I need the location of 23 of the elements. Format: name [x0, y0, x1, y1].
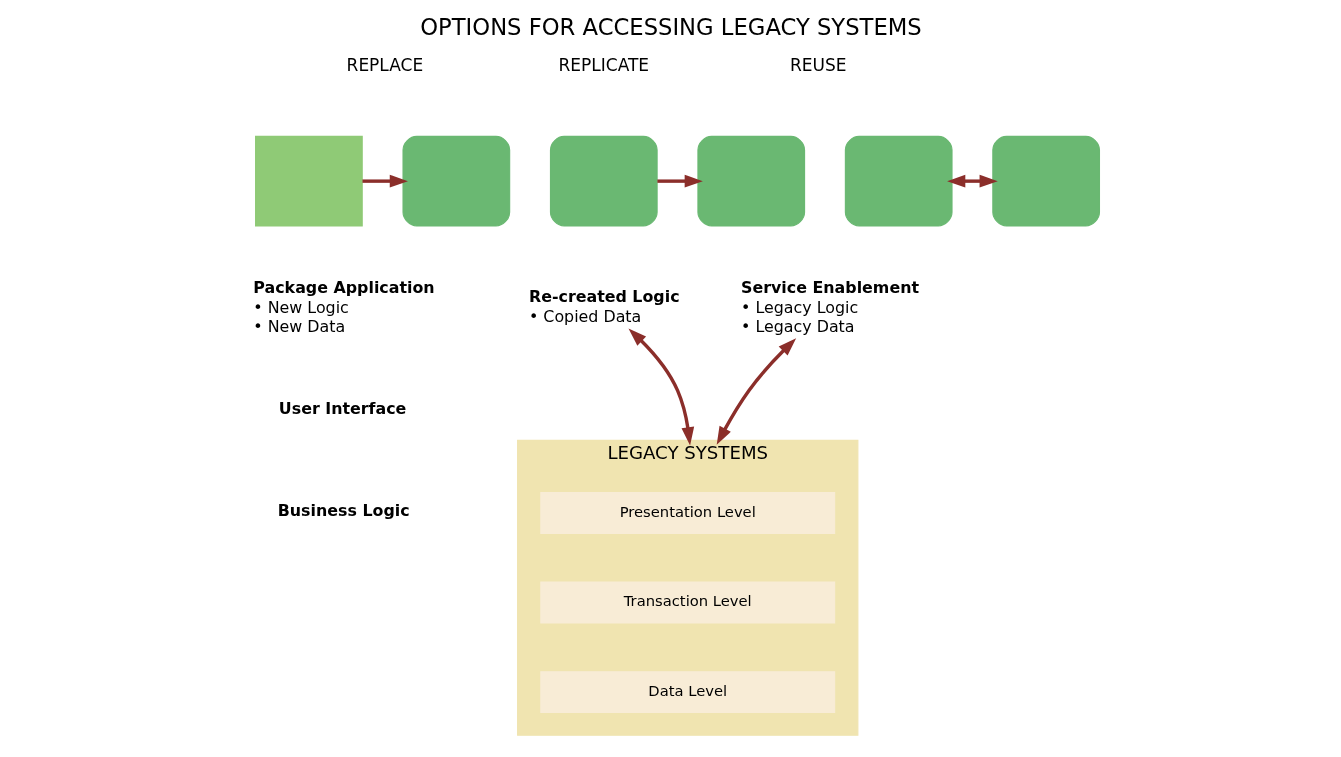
diagram-title: OPTIONS FOR ACCESSING LEGACY SYSTEMS [419, 14, 922, 41]
arrow [946, 174, 998, 188]
node-text: Package Application • New Logic • New Data [252, 277, 435, 337]
node-box: Presentation Level [539, 491, 835, 534]
node-box [991, 135, 1100, 227]
node-box: Data Level [539, 671, 835, 714]
label: REPLICATE [557, 55, 649, 76]
label: REUSE [789, 55, 846, 76]
node-box [696, 135, 805, 227]
label: User Interface [278, 398, 406, 418]
node-box: Transaction Level [539, 581, 835, 624]
node-box [254, 135, 363, 227]
node-text: Service Enablement • Legacy Logic • Legacy Data [740, 277, 919, 337]
arrow [628, 328, 694, 446]
node-box [844, 135, 953, 227]
node-box [401, 135, 510, 227]
arrow [361, 174, 408, 188]
label: Business Logic [277, 500, 410, 520]
arrow [716, 338, 796, 445]
label: REPLACE [346, 55, 423, 76]
node-box [549, 135, 658, 227]
node-text: Re-created Logic • Copied Data [528, 286, 680, 327]
arrow [656, 174, 703, 188]
